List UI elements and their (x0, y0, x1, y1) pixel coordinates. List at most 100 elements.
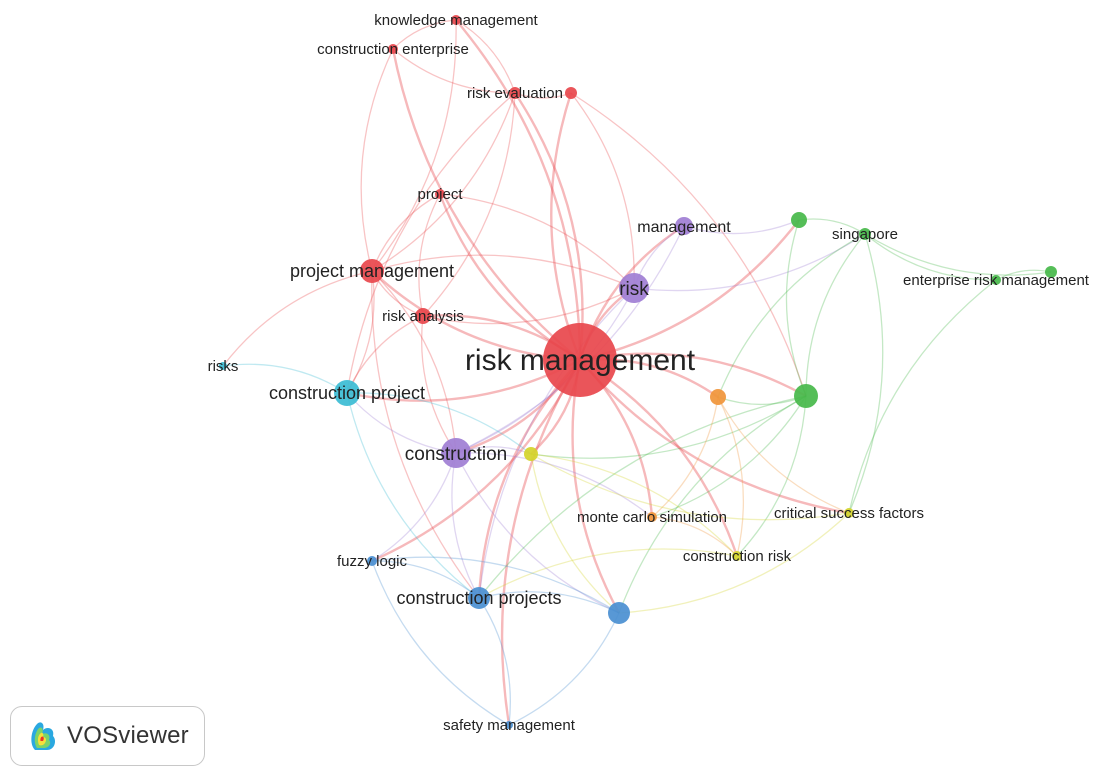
node-construction-project[interactable] (334, 380, 360, 406)
node-enterprise-risk-management[interactable] (991, 275, 1001, 285)
link-risk-evaluation-construction-project (346, 92, 516, 394)
node-construction-projects[interactable] (468, 587, 490, 609)
label-risks: risks (208, 358, 239, 375)
node-management[interactable] (675, 217, 693, 235)
link-risk-management-fuzzy-logic (371, 359, 582, 563)
link-construction-risk-construction-projects (478, 548, 738, 599)
link-project-management-project (371, 193, 441, 272)
link-critical-success-factors-blue-hub (618, 512, 850, 614)
link-project-risk (439, 193, 635, 289)
label-project: project (417, 186, 463, 203)
node-orange-node[interactable] (710, 389, 726, 405)
link-singapore-orange-node (717, 233, 866, 398)
link-risk-management-knowledge-management (455, 19, 582, 361)
node-singapore-a[interactable] (791, 212, 807, 228)
node-fuzzy-logic[interactable] (367, 556, 377, 566)
link-orange-node-monte-carlo-simulation (651, 396, 719, 518)
node-construction-enterprise[interactable] (388, 44, 398, 54)
link-risk-evaluation-b-green-hub (570, 92, 807, 397)
label-construction: construction (405, 444, 507, 465)
label-risk-evaluation: risk evaluation (467, 85, 563, 102)
link-risk-analysis-construction (421, 315, 457, 454)
link-construction-project-yellow-node (346, 392, 532, 455)
link-risk-analysis-risk (422, 287, 635, 325)
network-nodes (219, 15, 1057, 729)
node-risk-analysis[interactable] (415, 308, 431, 324)
node-risks[interactable] (219, 362, 227, 370)
label-construction-projects: construction projects (396, 588, 561, 608)
link-management-singapore-a (683, 219, 800, 235)
link-risk-management-safety-management (500, 359, 582, 726)
link-construction-blue-hub (455, 452, 620, 614)
link-knowledge-management-construction-enterprise (392, 19, 457, 50)
link-project-management-construction-enterprise (360, 48, 394, 272)
node-risk[interactable] (619, 273, 649, 303)
node-critical-success-factors[interactable] (844, 508, 854, 518)
link-risk-evaluation-b-risk (570, 92, 635, 289)
node-risk-evaluation-b[interactable] (565, 87, 577, 99)
label-risk: risk (619, 279, 649, 300)
link-project-management-risk-evaluation (371, 92, 516, 272)
node-risk-management[interactable] (543, 323, 617, 397)
link-monte-carlo-simulation-construction-risk (651, 516, 738, 557)
link-blue-hub-safety-management (508, 612, 620, 726)
link-green-hub-construction-projects (478, 395, 807, 599)
label-enterprise-risk-management: enterprise risk management (903, 272, 1090, 289)
label-construction-project: construction project (269, 383, 425, 403)
link-risk-management-risk-evaluation-b (550, 92, 582, 361)
link-project-management-construction-projects (371, 270, 480, 599)
label-construction-enterprise: construction enterprise (317, 41, 469, 58)
node-construction[interactable] (441, 438, 471, 468)
link-fuzzy-logic-safety-management (371, 560, 510, 726)
node-green-hub[interactable] (794, 384, 818, 408)
link-green-hub-blue-hub (618, 395, 807, 614)
link-knowledge-management-risk-evaluation (455, 19, 516, 94)
label-critical-success-factors: critical success factors (774, 505, 924, 522)
node-yellow-node[interactable] (524, 447, 538, 461)
link-yellow-node-critical-success-factors (530, 453, 850, 521)
link-project-management-construction (371, 270, 457, 454)
label-singapore: singapore (832, 226, 898, 243)
label-risk-management: risk management (465, 344, 696, 377)
node-project[interactable] (435, 189, 445, 199)
label-risk-analysis: risk analysis (382, 308, 464, 325)
link-singapore-green-hub (805, 233, 866, 397)
link-project-management-risks (222, 270, 373, 367)
link-green-hub-yellow-node (530, 395, 807, 459)
link-blue-hub-fuzzy-logic (371, 556, 620, 614)
link-construction-projects-blue-hub (478, 591, 620, 614)
vosviewer-wordmark: VOSviewer (67, 722, 189, 749)
link-green-hub-monte-carlo-simulation (651, 395, 807, 518)
label-monte-carlo-simulation: monte carlo simulation (577, 509, 727, 526)
link-construction-monte-carlo-simulation (455, 452, 653, 518)
link-singapore-enterprise-risk-management (864, 233, 997, 281)
node-construction-risk[interactable] (732, 551, 742, 561)
node-knowledge-management[interactable] (451, 15, 461, 25)
link-yellow-node-construction-risk (530, 453, 738, 557)
link-risk-singapore (633, 233, 866, 292)
node-risk-evaluation[interactable] (509, 87, 521, 99)
link-green-hub-construction-risk (736, 395, 807, 557)
link-construction-projects-safety-management (478, 597, 511, 726)
label-project-management: project management (290, 261, 454, 281)
link-construction-projects-fuzzy-logic (371, 560, 480, 599)
link-project-risk-analysis (418, 193, 441, 317)
link-orange-node-construction-risk (717, 396, 744, 557)
vosviewer-logo-icon (31, 722, 55, 750)
link-risk-construction-projects (478, 287, 635, 599)
label-management: management (637, 219, 731, 236)
node-safety-management[interactable] (505, 721, 513, 729)
link-project-management-risk (371, 254, 635, 289)
link-construction-construction-projects (451, 452, 480, 599)
node-monte-carlo-simulation[interactable] (647, 512, 657, 522)
node-erm-b[interactable] (1045, 266, 1057, 278)
link-yellow-node-blue-hub (530, 453, 620, 614)
node-project-management[interactable] (360, 259, 384, 283)
link-construction-fuzzy-logic (371, 452, 457, 562)
link-construction-project-construction-projects (346, 392, 480, 599)
node-blue-hub[interactable] (608, 602, 630, 624)
node-singapore[interactable] (859, 228, 871, 240)
label-construction-risk: construction risk (683, 548, 792, 565)
